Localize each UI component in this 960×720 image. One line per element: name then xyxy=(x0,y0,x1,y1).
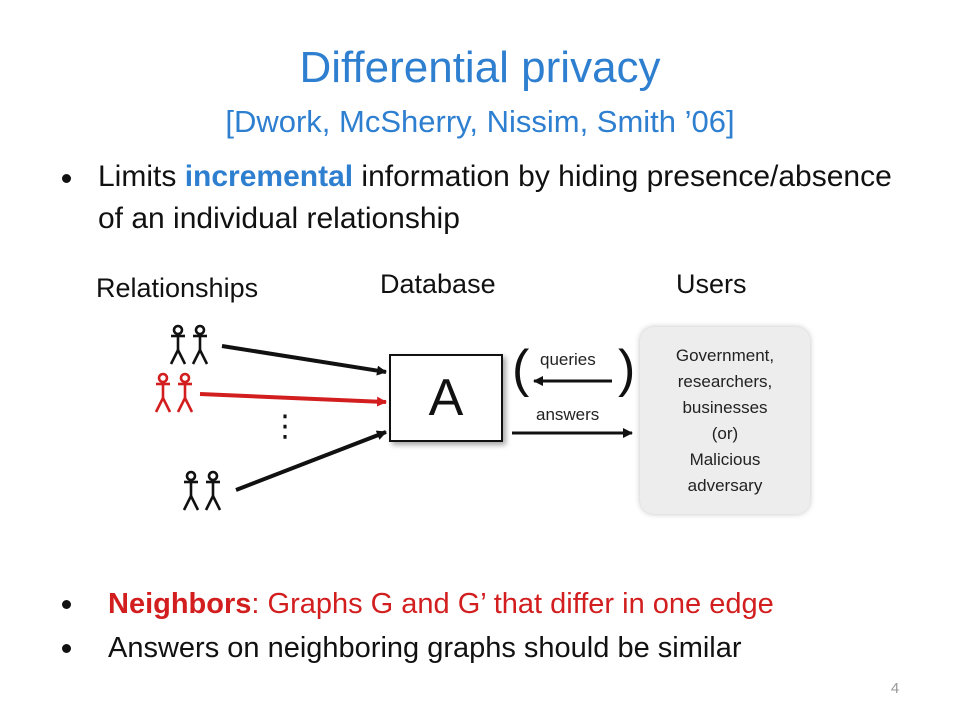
queries-label: queries xyxy=(540,350,596,369)
ellipsis-vertical: ⋮ xyxy=(270,410,300,443)
users-line: adversary xyxy=(687,475,763,495)
relationships-label: Relationships xyxy=(96,273,259,303)
slide-title: Differential privacy xyxy=(299,43,661,92)
person-pair-top-icon xyxy=(169,324,209,366)
users-line: Government, xyxy=(675,345,775,365)
edge-arrow-highlighted xyxy=(199,392,387,407)
users-line: researchers, xyxy=(677,371,773,391)
edge-arrow-top xyxy=(221,344,387,376)
paren-close: ) xyxy=(618,340,636,398)
bullet-text-before: Limits xyxy=(98,160,185,193)
bullet-limits-information: Limits incremental information by hiding… xyxy=(60,156,920,240)
users-box: Government, researchers, businesses (or)… xyxy=(640,327,810,514)
bullet-similar-answers: Answers on neighboring graphs should be … xyxy=(60,626,940,670)
database-symbol: A xyxy=(428,369,464,427)
person-pair-bottom-icon xyxy=(182,470,222,512)
bullet-neighbors: Neighbors: Graphs G and G’ that differ i… xyxy=(60,582,940,626)
users-line: businesses xyxy=(682,397,768,417)
person-pair-highlighted-icon xyxy=(154,372,194,414)
neighbors-term: Neighbors xyxy=(108,588,252,620)
database-label: Database xyxy=(380,269,496,299)
edge-arrow-bottom xyxy=(235,430,387,492)
users-line: (or) xyxy=(711,423,739,443)
bullet-highlight-incremental: incremental xyxy=(184,160,354,193)
similar-answers-text: Answers on neighboring graphs should be … xyxy=(108,632,742,664)
page-number: 4 xyxy=(890,680,900,697)
users-line: Malicious xyxy=(689,449,761,469)
bullet-dot xyxy=(62,174,71,183)
bullet-dot xyxy=(62,644,71,653)
bullet-text-after: information by hiding presence/absence o… xyxy=(98,160,892,235)
citation: [Dwork, McSherry, Nissim, Smith ’06] xyxy=(225,104,735,139)
answers-label: answers xyxy=(536,405,600,424)
users-label: Users xyxy=(676,269,747,299)
database-box: A xyxy=(389,354,503,442)
bullet-dot xyxy=(62,600,71,609)
neighbors-definition: : Graphs G and G’ that differ in one edg… xyxy=(251,588,774,620)
paren-open: ( xyxy=(512,340,530,398)
bottom-bullet-list: Neighbors: Graphs G and G’ that differ i… xyxy=(60,582,940,670)
top-bullet-list: Limits incremental information by hiding… xyxy=(60,156,920,240)
